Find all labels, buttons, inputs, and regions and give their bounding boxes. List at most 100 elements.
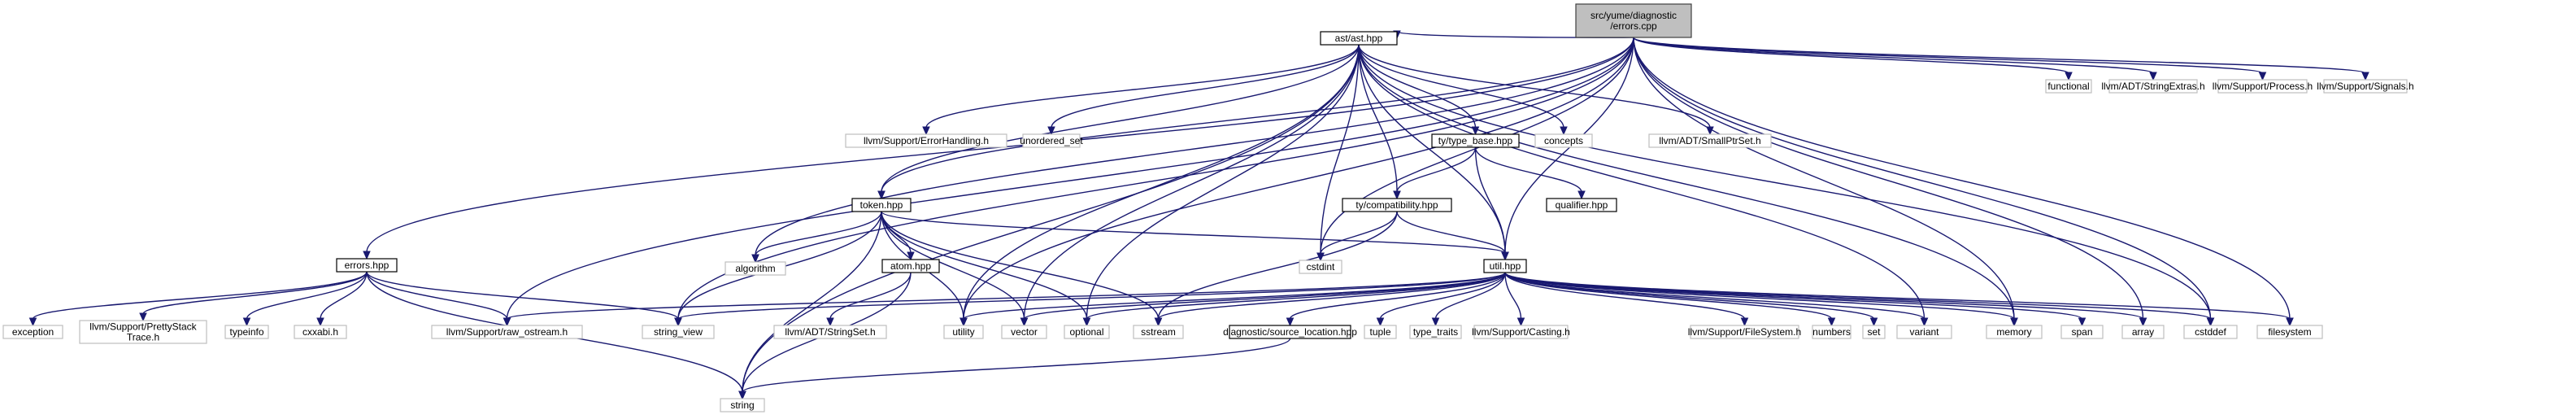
arrowhead-util-to-variant — [1920, 317, 1929, 327]
node-cxxabi: cxxabi.h — [294, 325, 347, 339]
edge-errors_hpp-to-prettystack — [142, 271, 368, 315]
node-label: cstddef — [2195, 326, 2226, 338]
node-errors-hpp[interactable]: errors.hpp — [336, 258, 398, 273]
arrowhead-util-to-memory — [2010, 317, 2018, 327]
edge-util-to-numbers — [1504, 272, 1833, 320]
node-functional: functional — [2045, 79, 2092, 94]
node-array: array — [2121, 325, 2165, 339]
edge-ast-to-optional — [1086, 44, 1360, 320]
node-box — [642, 325, 715, 339]
node-string-view: string_view — [642, 325, 715, 339]
node-label: algorithm — [735, 263, 775, 274]
edge-token-to-atom — [881, 211, 912, 254]
edge-token-to-string — [742, 211, 882, 393]
node-box — [851, 198, 912, 212]
node-filesystem-h: llvm/Support/FileSystem.h — [1688, 325, 1801, 339]
arrowhead-util-to-sstream — [1154, 317, 1163, 327]
arrowhead-errors_hpp-to-typeinfo — [242, 317, 251, 327]
edge-errors_hpp-to-typeinfo — [246, 271, 368, 320]
node-root[interactable]: src/yume/diagnostic/errors.cpp — [1575, 3, 1692, 38]
arrowhead-util-to-set — [1869, 317, 1878, 327]
node-numbers: numbers — [1812, 325, 1852, 339]
node-type-base[interactable]: ty/type_base.hpp — [1431, 133, 1520, 148]
node-box — [773, 325, 887, 339]
node-box — [294, 325, 347, 339]
nodes-layer: src/yume/diagnostic/errors.cpp ast/ast.hp… — [2, 3, 2414, 412]
node-label: llvm/Support/Casting.h — [1472, 326, 1570, 338]
arrowhead-util-to-filesystem — [2286, 317, 2294, 327]
arrowhead-root-to-functional — [2065, 72, 2073, 81]
node-box — [1546, 198, 1617, 212]
arrowhead-util-to-utility — [959, 317, 968, 327]
node-label: cstdint — [1307, 261, 1335, 273]
node-label: atom.hpp — [890, 260, 931, 272]
arrowhead-util-to-source_location — [1286, 317, 1295, 327]
node-tuple: tuple — [1364, 325, 1397, 339]
edge-util-to-filesystem_h — [1504, 272, 1746, 320]
arrowhead-atom-to-stringset — [826, 317, 834, 327]
edge-util-to-source_location — [1289, 272, 1506, 320]
node-box — [1483, 259, 1527, 273]
edge-ast-to-variant — [1358, 44, 1925, 320]
edge-errors_hpp-to-exception — [32, 271, 368, 320]
edges-layer — [28, 30, 2369, 400]
edge-root-to-cstddef — [1633, 37, 2212, 320]
edge-token-to-algorithm — [755, 211, 882, 256]
node-smallptrset: llvm/ADT/SmallPtrSet.h — [1648, 133, 1772, 148]
node-box — [1064, 325, 1110, 339]
node-box — [1690, 325, 1799, 339]
node-errorhandling: llvm/Support/ErrorHandling.h — [845, 133, 1007, 148]
edge-ast-to-token — [881, 44, 1360, 193]
node-label: typeinfo — [229, 326, 263, 338]
edge-util-to-filesystem — [1504, 272, 2291, 320]
node-label: unordered_set — [1020, 135, 1083, 146]
node-label: llvm/Support/Signals.h — [2317, 81, 2413, 92]
node-box — [1896, 325, 1952, 339]
node-stringextras: llvm/ADT/StringExtras.h — [2101, 79, 2205, 94]
node-label: qualifier.hpp — [1556, 199, 1608, 211]
edge-compat-to-sstream — [1157, 211, 1398, 320]
node-string: string — [720, 398, 765, 412]
node-label: tuple — [1369, 326, 1390, 338]
edge-util-to-casting — [1504, 272, 1522, 320]
arrowhead-token-to-atom — [907, 251, 915, 261]
node-box — [1986, 325, 2043, 339]
node-token[interactable]: token.hpp — [851, 198, 912, 212]
edge-source_location-to-string — [742, 338, 1291, 393]
node-label: span — [2071, 326, 2092, 338]
edge-util-to-variant — [1504, 272, 1925, 320]
edge-token-to-util — [881, 211, 1506, 254]
node-label: llvm/Support/PrettyStack — [89, 321, 197, 333]
node-box — [1431, 133, 1520, 148]
node-box — [2323, 79, 2408, 94]
node-util[interactable]: util.hpp — [1483, 259, 1527, 273]
node-set: set — [1862, 325, 1886, 339]
node-atom[interactable]: atom.hpp — [881, 259, 940, 273]
node-memory: memory — [1986, 325, 2043, 339]
arrowhead-ast-to-concepts — [1560, 126, 1568, 136]
edge-errors_hpp-to-raw_ostream — [366, 271, 508, 320]
arrowhead-util-to-optional — [1082, 317, 1091, 327]
arrowhead-root-to-stringextras — [2149, 72, 2157, 81]
edge-util-to-utility — [963, 272, 1506, 320]
node-label: llvm/Support/ErrorHandling.h — [864, 135, 989, 146]
node-ast[interactable]: ast/ast.hpp — [1320, 31, 1398, 46]
node-compat[interactable]: ty/compatibility.hpp — [1342, 198, 1452, 212]
arrowhead-source_location-to-string — [738, 391, 746, 400]
arrowhead-ast-to-unordered_set — [1047, 126, 1055, 136]
node-box — [724, 261, 786, 276]
node-label: exception — [12, 326, 54, 338]
edge-compat-to-cstdint — [1320, 211, 1398, 255]
node-stringset: llvm/ADT/StringSet.h — [773, 325, 887, 339]
node-qualifier[interactable]: qualifier.hpp — [1546, 198, 1617, 212]
node-label: functional — [2047, 81, 2089, 92]
node-source-location[interactable]: diagnostic/source_location.hpp — [1223, 325, 1357, 339]
node-label: string_view — [654, 326, 703, 338]
arrowhead-ast-to-token — [877, 190, 886, 200]
node-box — [1229, 325, 1351, 339]
node-box — [1473, 325, 1569, 339]
node-box — [1299, 260, 1342, 274]
node-box — [1409, 325, 1462, 339]
node-label: set — [1867, 326, 1881, 338]
